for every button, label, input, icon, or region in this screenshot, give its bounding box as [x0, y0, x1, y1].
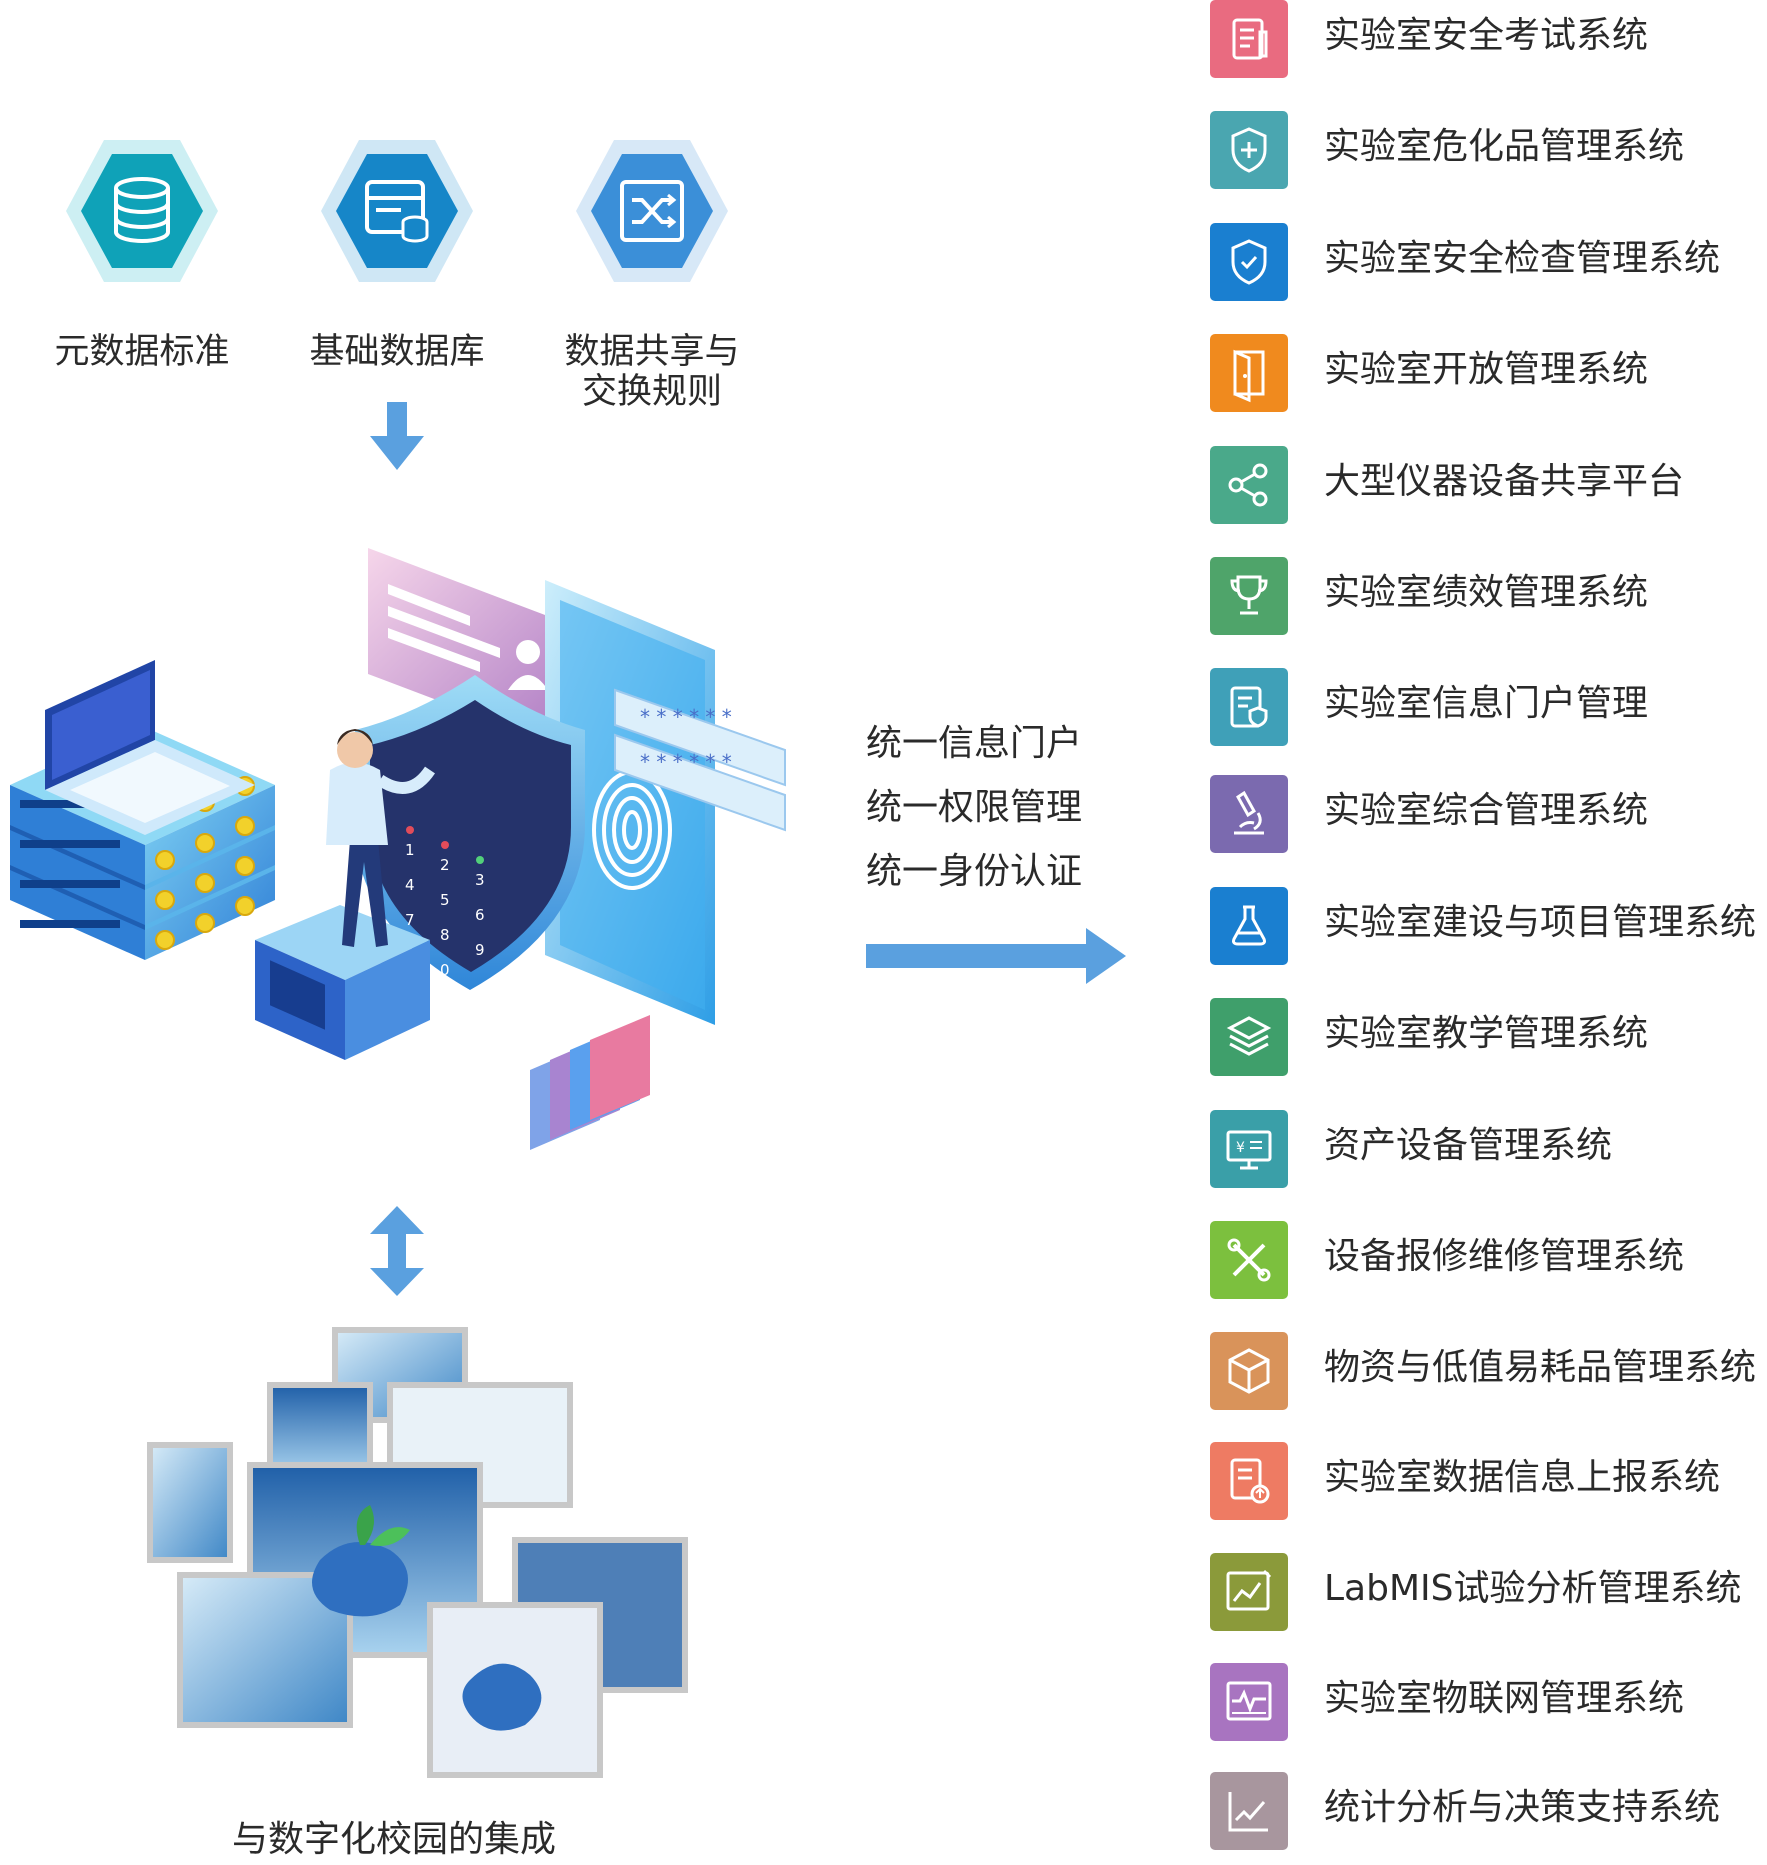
- hex-base-database: [321, 140, 473, 282]
- hex-data-share-rules: [576, 140, 728, 282]
- digital-campus-label: 与数字化校园的集成: [232, 1819, 557, 1860]
- system-label: 实验室教学管理系统: [1324, 1013, 1649, 1054]
- hex-metadata-standard: [66, 140, 218, 282]
- svg-text:¥: ¥: [1236, 1140, 1245, 1156]
- svg-text:2: 2: [440, 856, 450, 874]
- system-item-data-report[interactable]: 实验室数据信息上报系统: [1210, 1442, 1767, 1520]
- system-item-asset-equipment[interactable]: ¥ 资产设备管理系统: [1210, 1110, 1767, 1188]
- bidirectional-arrow: [370, 1206, 424, 1296]
- unify-portal: 统一信息门户: [866, 723, 1083, 764]
- label-data-share-rules: 数据共享与 交换规则: [564, 332, 740, 412]
- report-upload-icon: [1210, 1442, 1288, 1520]
- system-item-labmis[interactable]: LabMIS试验分析管理系统: [1210, 1553, 1767, 1631]
- system-label: 实验室安全考试系统: [1324, 15, 1649, 56]
- trophy-icon: [1210, 557, 1288, 635]
- system-label: 资产设备管理系统: [1324, 1125, 1613, 1166]
- system-label: 统计分析与决策支持系统: [1324, 1787, 1721, 1828]
- system-label: 实验室安全检查管理系统: [1324, 238, 1721, 279]
- monitor-yen-icon: ¥: [1210, 1110, 1288, 1188]
- system-item-repair[interactable]: 设备报修维修管理系统: [1210, 1221, 1767, 1299]
- analysis-chart-icon: [1210, 1553, 1288, 1631]
- server-database-icon: [321, 140, 473, 282]
- label-metadata-standard: 元数据标准: [54, 332, 230, 372]
- system-item-statistics-decision[interactable]: 统计分析与决策支持系统: [1210, 1772, 1767, 1850]
- svg-text:9: 9: [475, 941, 485, 959]
- system-item-performance[interactable]: 实验室绩效管理系统: [1210, 557, 1767, 635]
- label-base-database: 基础数据库: [309, 332, 485, 372]
- system-item-safety-exam[interactable]: 实验室安全考试系统: [1210, 0, 1767, 78]
- system-item-iot[interactable]: 实验室物联网管理系统: [1210, 1663, 1767, 1741]
- system-item-open-lab[interactable]: 实验室开放管理系统: [1210, 334, 1767, 412]
- svg-text:* * * * * *: * * * * * *: [640, 750, 732, 774]
- pulse-monitor-icon: [1210, 1663, 1288, 1741]
- system-label: 实验室建设与项目管理系统: [1324, 902, 1757, 943]
- svg-text:4: 4: [405, 876, 415, 894]
- system-item-instrument-sharing[interactable]: 大型仪器设备共享平台: [1210, 446, 1767, 524]
- svg-text:7: 7: [405, 911, 415, 929]
- box-icon: [1210, 1332, 1288, 1410]
- door-icon: [1210, 334, 1288, 412]
- svg-text:5: 5: [440, 891, 450, 909]
- shuffle-icon: [576, 140, 728, 282]
- flask-icon: [1210, 887, 1288, 965]
- system-item-consumables[interactable]: 物资与低值易耗品管理系统: [1210, 1332, 1767, 1410]
- down-arrow: [370, 402, 424, 470]
- system-label: 实验室信息门户管理: [1324, 683, 1649, 724]
- svg-text:* * * * * *: * * * * * *: [640, 705, 732, 729]
- system-label: 实验室危化品管理系统: [1324, 126, 1685, 167]
- system-item-hazardous-chemicals[interactable]: 实验室危化品管理系统: [1210, 111, 1767, 189]
- unify-identity: 统一身份认证: [866, 851, 1083, 892]
- svg-text:8: 8: [440, 926, 450, 944]
- security-platform-illustration: * * * * * * * * * * * * 1 2 3 4 5 6 7 8 9 0: [10, 548, 786, 1150]
- microscope-icon: [1210, 775, 1288, 853]
- shield-plus-icon: [1210, 111, 1288, 189]
- system-label: 设备报修维修管理系统: [1324, 1236, 1685, 1277]
- database-icon: [66, 140, 218, 282]
- share-nodes-icon: [1210, 446, 1288, 524]
- system-label: 大型仪器设备共享平台: [1324, 461, 1685, 502]
- right-arrow: [866, 928, 1126, 984]
- unify-permission: 统一权限管理: [866, 787, 1083, 828]
- shield-check-icon: [1210, 223, 1288, 301]
- exam-document-icon: [1210, 0, 1288, 78]
- system-label: LabMIS试验分析管理系统: [1324, 1568, 1742, 1609]
- svg-text:0: 0: [440, 961, 450, 979]
- system-label: 实验室综合管理系统: [1324, 790, 1649, 831]
- system-item-info-portal[interactable]: 实验室信息门户管理: [1210, 668, 1767, 746]
- system-item-safety-inspection[interactable]: 实验室安全检查管理系统: [1210, 223, 1767, 301]
- line-chart-icon: [1210, 1772, 1288, 1850]
- system-label: 实验室开放管理系统: [1324, 349, 1649, 390]
- system-label: 物资与低值易耗品管理系统: [1324, 1347, 1757, 1388]
- svg-text:6: 6: [475, 906, 485, 924]
- system-item-comprehensive[interactable]: 实验室综合管理系统: [1210, 775, 1767, 853]
- digital-campus-collage: [147, 1327, 688, 1778]
- system-item-teaching[interactable]: 实验室教学管理系统: [1210, 998, 1767, 1076]
- layers-icon: [1210, 998, 1288, 1076]
- system-label: 实验室数据信息上报系统: [1324, 1457, 1721, 1498]
- tools-icon: [1210, 1221, 1288, 1299]
- system-label: 实验室物联网管理系统: [1324, 1678, 1685, 1719]
- system-item-construction-project[interactable]: 实验室建设与项目管理系统: [1210, 887, 1767, 965]
- svg-text:3: 3: [475, 871, 485, 889]
- clipboard-shield-icon: [1210, 668, 1288, 746]
- svg-text:1: 1: [405, 841, 415, 859]
- system-label: 实验室绩效管理系统: [1324, 572, 1649, 613]
